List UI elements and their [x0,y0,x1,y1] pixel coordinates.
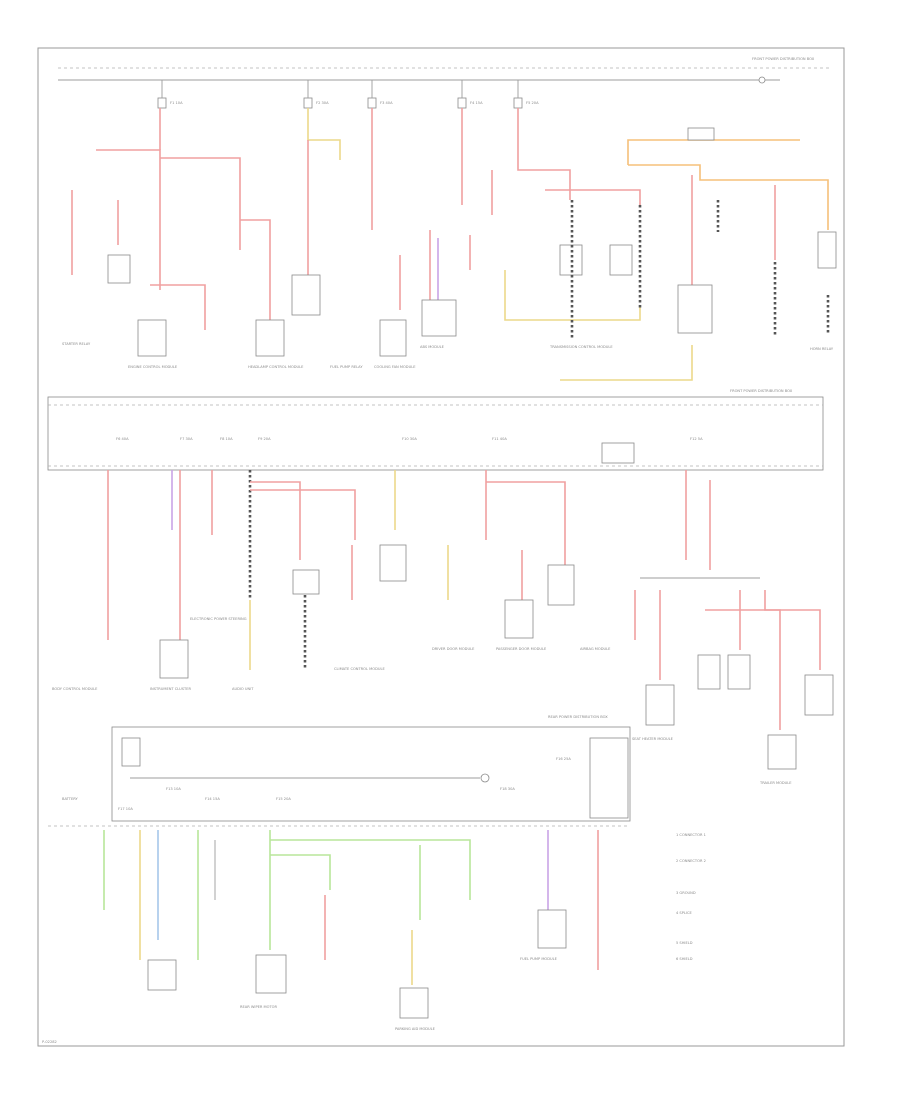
legend: 1 CONNECTOR 1 2 CONNECTOR 2 3 GROUND 4 S… [676,833,706,961]
component-label: TRAILER MODULE [759,781,792,785]
legend-item-1: 1 CONNECTOR 1 [676,833,706,837]
component-label: STARTER RELAY [62,342,91,346]
legend-item-2: 2 CONNECTOR 2 [676,859,706,863]
diagram-frame [37,47,845,1047]
component-label: HEADLAMP CONTROL MODULE [248,365,304,369]
fuse-label: F13 10A [166,787,181,791]
component-label: ENGINE CONTROL MODULE [128,365,178,369]
fuse-label: F4 15A [470,101,483,105]
component-label: SEAT HEATER MODULE [632,737,674,741]
fuse-label: F17 10A [118,807,133,811]
component-label: ABS MODULE [420,345,445,349]
fuse-label: F12 5A [690,437,703,441]
component-label: HORN RELAY [810,347,834,351]
fuse-label: F5 20A [526,101,539,105]
legend-item-4: 4 SPLICE [676,911,692,915]
top-section-wiring [71,80,837,381]
legend-item-6: 6 SHIELD [676,957,693,961]
component-label: AUDIO UNIT [232,687,254,691]
fuse-label: F1 10A [170,101,183,105]
fuse-label: F3 40A [380,101,393,105]
component-labels: ENGINE CONTROL MODULE HEADLAMP CONTROL M… [52,342,834,1031]
fuse-label: F18 30A [500,787,515,791]
component-label: REAR WIPER MOTOR [240,1005,278,1009]
component-label: TRANSMISSION CONTROL MODULE [549,345,613,349]
fuse-label: F14 15A [205,797,220,801]
legend-item-3: 3 GROUND [676,891,696,895]
fuse-labels: F1 10A F2 30A F3 40A F4 15A F5 20A F6 40… [116,101,703,811]
fuse-label: F7 30A [180,437,193,441]
component-label: BATTERY [62,797,79,801]
fuse-label: F10 30A [402,437,417,441]
component-label: AIRBAG MODULE [580,647,611,651]
component-label: BODY CONTROL MODULE [52,687,98,691]
component-label: PARKING AID MODULE [395,1027,436,1031]
fuse-label: F2 30A [316,101,329,105]
fuse-label: F11 40A [492,437,507,441]
middle-panel: FRONT POWER DISTRIBUTION BOX [47,389,824,471]
component-label: FUEL PUMP RELAY [330,365,363,369]
top-right-caption: FRONT POWER DISTRIBUTION BOX [752,57,815,61]
component-label: ELECTRONIC POWER STEERING [190,617,247,621]
lower-caption: REAR POWER DISTRIBUTION BOX [548,715,608,719]
fuse-label: F6 40A [116,437,129,441]
component-label: DRIVER DOOR MODULE [432,647,475,651]
component-label: INSTRUMENT CLUSTER [150,687,191,691]
component-label: COOLING FAN MODULE [374,365,416,369]
footer-code: P-02282 [42,1040,57,1044]
fuse-label: F15 20A [276,797,291,801]
component-label: CLIMATE CONTROL MODULE [334,667,385,671]
legend-item-5: 5 SHIELD [676,941,693,945]
lower-panel: REAR POWER DISTRIBUTION BOX [48,715,631,827]
top-bus: FRONT POWER DISTRIBUTION BOX [58,57,830,84]
lower-section-wiring [103,830,599,1019]
fuse-label: F16 25A [556,757,571,761]
fuse-label: F9 20A [258,437,271,441]
middle-caption: FRONT POWER DISTRIBUTION BOX [730,389,793,393]
fuse-label: F8 10A [220,437,233,441]
middle-section-wiring [107,470,834,770]
component-label: FUEL PUMP MODULE [520,957,558,961]
component-label: PASSENGER DOOR MODULE [496,647,547,651]
